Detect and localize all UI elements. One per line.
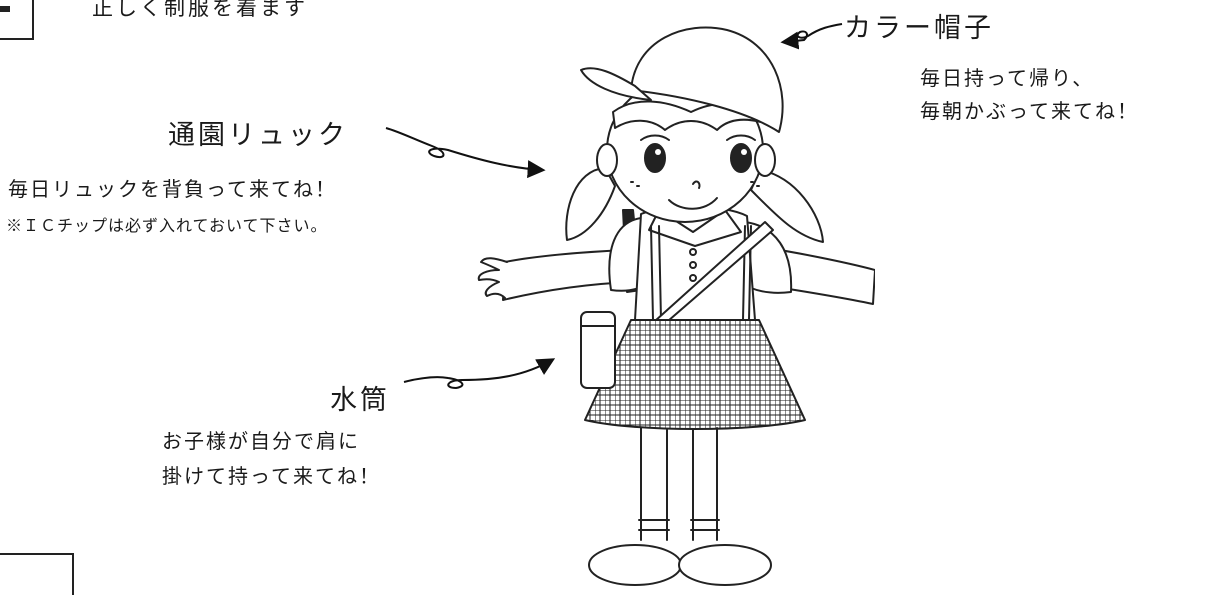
bottle-label-line-1: お子様が自分で肩に [162, 429, 360, 453]
pigtail-left [566, 168, 615, 240]
water-bottle [581, 312, 615, 388]
bottle-label-title: 水筒 [330, 385, 390, 416]
backpack-label-title: 通園リュック [168, 120, 348, 151]
button-1 [690, 249, 696, 255]
hand-left [479, 258, 507, 298]
girl-illustration [455, 0, 875, 589]
section-box-mark [0, 6, 10, 12]
backpack-label-line-1: 毎日リュックを背負って来てね！ [8, 177, 337, 201]
button-3 [690, 275, 696, 281]
shoe-left [589, 545, 681, 585]
nose [693, 181, 700, 188]
sock-left [639, 520, 669, 530]
hat-label-title: カラー帽子 [844, 13, 994, 44]
leg-left [641, 428, 667, 540]
bottle-arrow [404, 358, 556, 388]
leg-right [693, 428, 717, 540]
shoe-right [679, 545, 771, 585]
mouth [669, 198, 717, 209]
suspender-left [651, 226, 661, 320]
button-2 [690, 262, 696, 268]
eye-right [731, 144, 751, 172]
ear-left [597, 144, 617, 176]
pigtail-right [751, 170, 823, 242]
backpack-arrow [386, 128, 546, 179]
bottle-label-line-2: 掛けて持って来てね！ [162, 464, 381, 488]
header-text: 正しく制服を着ます [92, 0, 308, 20]
backpack-label-note: ※ＩＣチップは必ず入れておいて下さい。 [6, 216, 328, 235]
ear-right [755, 144, 775, 176]
sock-right [691, 520, 719, 530]
cheeks [631, 182, 759, 186]
eye-left [645, 144, 665, 172]
hat-label-line-2: 毎朝かぶって来てね！ [920, 99, 1139, 123]
arm-left [503, 250, 631, 300]
hat-label-line-1: 毎日持って帰り、 [920, 66, 1095, 90]
cap-brim [581, 68, 651, 100]
plaid-skirt [585, 320, 805, 429]
cap-crown [631, 28, 783, 133]
hat-arrow [780, 24, 842, 50]
section-box-bottom [0, 553, 74, 595]
section-box-top [0, 0, 34, 40]
